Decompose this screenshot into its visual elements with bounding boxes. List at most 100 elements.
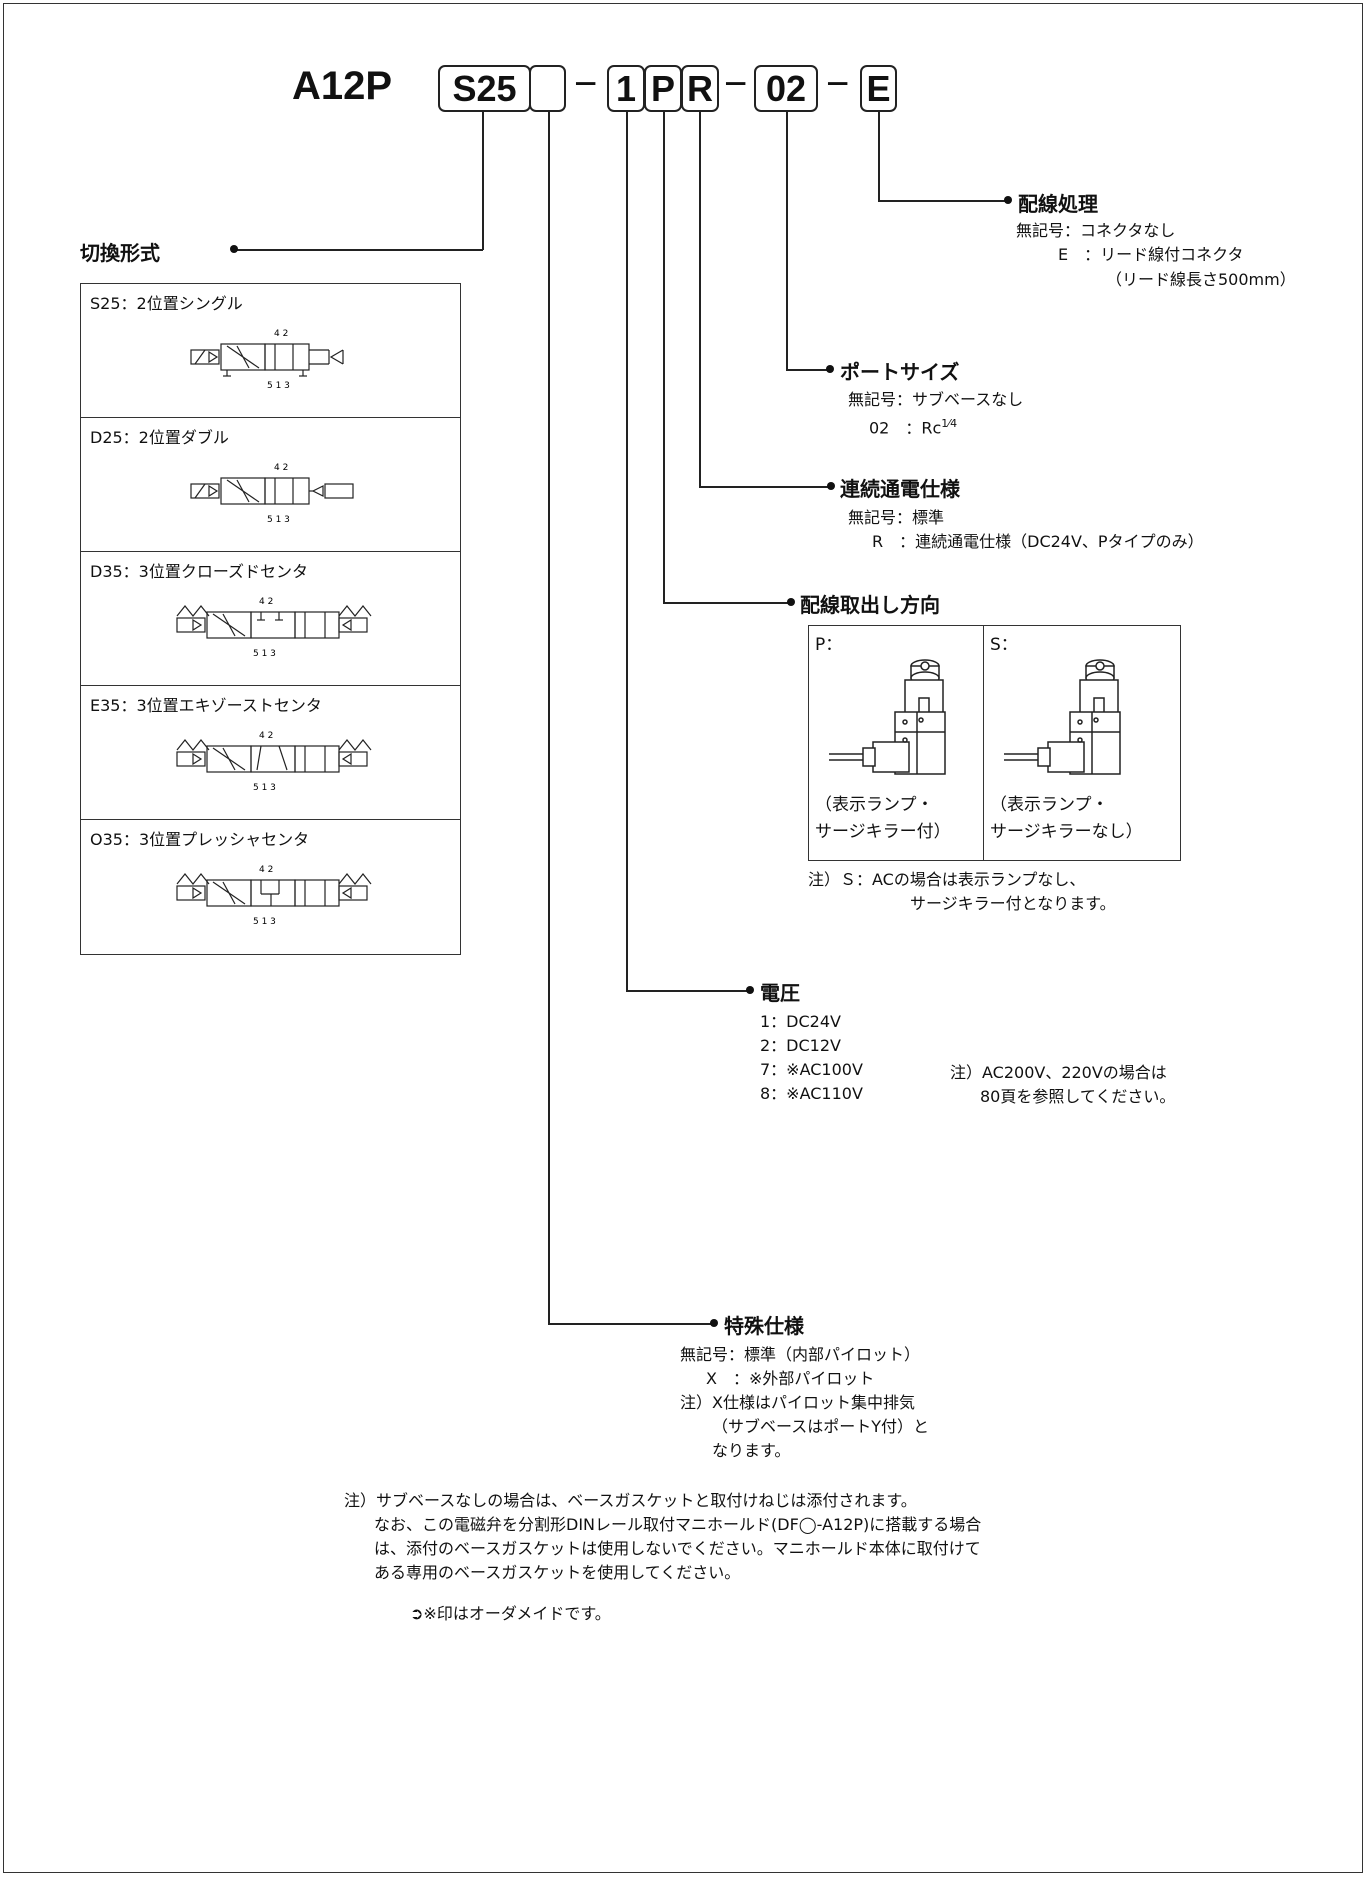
switching-row-label: D35：3位置クローズドセンタ	[90, 562, 309, 581]
svg-text:5 1 3: 5 1 3	[267, 515, 290, 525]
wiring-option: E ：リード線付コネクタ	[1058, 245, 1244, 264]
leader-dot	[787, 598, 795, 606]
leader-line	[786, 112, 788, 370]
switching-title: 切換形式	[80, 241, 160, 265]
footnote-line: なお、この電磁弁を分割形DINレール取付マニホールド(DF◯-A12P)に搭載す…	[374, 1515, 982, 1534]
svg-text:4 2: 4 2	[259, 865, 273, 875]
leader-line	[236, 249, 483, 251]
leader-line	[482, 112, 484, 250]
switching-row: E35：3位置エキゾーストセンタ 4 2 5 1 3	[81, 686, 460, 820]
code-segment-wiring: E	[860, 65, 897, 112]
footnote-line: 注）サブベースなしの場合は、ベースガスケットと取付けねじは添付されます。	[344, 1491, 917, 1510]
switching-row: D35：3位置クローズドセンタ 4 2 5 1 3	[81, 552, 460, 686]
code-separator: −	[826, 62, 850, 106]
wiring-note: （リード線長さ500mm）	[1106, 270, 1296, 289]
leader-line	[626, 112, 628, 991]
wiring-option: 無記号：コネクタなし	[1016, 221, 1176, 240]
special-note: （サブベースはポートY付）と	[712, 1417, 929, 1436]
voltage-option: 2：DC12V	[760, 1036, 841, 1055]
svg-text:4 2: 4 2	[274, 329, 288, 339]
footnote-line: ある専用のベースガスケットを使用してください。	[374, 1563, 741, 1582]
2pos-double-solenoid-symbol: 4 2 5 1 3	[190, 463, 354, 525]
leader-line	[699, 486, 831, 488]
svg-text:5 1 3: 5 1 3	[253, 917, 276, 927]
voltage-option: 7：※AC100V	[760, 1060, 863, 1079]
wiring-title: 配線処理	[1018, 192, 1098, 216]
leader-line	[786, 369, 830, 371]
switching-row-label: S25：2位置シングル	[90, 294, 243, 313]
lead-option-p: P： （表示ランプ・サージキラー付）	[809, 626, 984, 860]
leader-dot	[230, 245, 238, 253]
svg-text:5 1 3: 5 1 3	[253, 649, 276, 659]
leader-dot	[827, 482, 835, 490]
footnote-line: は、添付のベースガスケットは使用しないでください。マニホールド本体に取付けて	[374, 1539, 981, 1558]
port-size-fraction: 1⁄4	[941, 417, 958, 430]
svg-text:4 2: 4 2	[259, 597, 273, 607]
port-size-option: 02 ：Rc1⁄4	[869, 417, 958, 438]
leader-line	[878, 112, 880, 201]
made-to-order-note: ➲※印はオーダメイドです。	[410, 1604, 611, 1623]
leader-dot	[746, 986, 754, 994]
voltage-note: 注）AC200V、220Vの場合は	[950, 1063, 1167, 1082]
3pos-exhaust-center-symbol: 4 2 5 1 3	[176, 731, 372, 793]
code-segment-lead-direction: P	[644, 65, 682, 112]
lead-direction-table: P： （表示ランプ・サージキラー付） S：	[808, 625, 1181, 861]
leader-dot	[710, 1319, 718, 1327]
leader-line	[626, 990, 750, 992]
voltage-title: 電圧	[760, 981, 800, 1005]
switching-row-label: O35：3位置プレッシャセンタ	[90, 830, 310, 849]
code-segment-switching: S25	[438, 65, 531, 112]
leader-line	[878, 200, 1008, 202]
3pos-closed-center-symbol: 4 2 5 1 3	[176, 597, 372, 659]
lead-direction-note: サージキラー付となります。	[910, 894, 1116, 913]
continuous-title: 連続通電仕様	[840, 477, 960, 501]
special-title: 特殊仕様	[724, 1314, 804, 1338]
special-option: X ：※外部パイロット	[706, 1369, 875, 1388]
switching-row-label: E35：3位置エキゾーストセンタ	[90, 696, 322, 715]
leader-dot	[1004, 196, 1012, 204]
switching-row-label: D25：2位置ダブル	[90, 428, 229, 447]
lead-option-caption: （表示ランプ・サージキラー付）	[815, 795, 951, 842]
code-separator: −	[724, 62, 748, 106]
lead-option-label: P：	[815, 635, 843, 655]
switching-row: O35：3位置プレッシャセンタ 4 2 5 1 3	[81, 820, 460, 954]
svg-text:5 1 3: 5 1 3	[267, 381, 290, 391]
lead-option-label: S：	[990, 635, 1018, 655]
lead-direction-note: 注）Ｓ：ACの場合は表示ランプなし、	[808, 870, 1086, 889]
lead-option-s: S： （表示ランプ・サージキラーなし）	[984, 626, 1180, 860]
continuous-option: R ：連続通電仕様（DC24V、Pタイプのみ）	[872, 532, 1204, 551]
svg-text:4 2: 4 2	[274, 463, 288, 473]
2pos-single-solenoid-symbol: 4 2 5 1 3	[190, 329, 344, 391]
model-prefix: A12P	[292, 64, 393, 108]
leader-line	[663, 112, 665, 603]
code-separator: −	[574, 62, 598, 106]
leader-line	[548, 112, 550, 1324]
lead-direction-title: 配線取出し方向	[800, 593, 940, 617]
code-segment-special	[529, 65, 566, 112]
special-note: なります。	[712, 1441, 791, 1460]
svg-text:5 1 3: 5 1 3	[253, 783, 276, 793]
switching-table: S25：2位置シングル 4 2 5 1 3 D25：2位置ダブル	[80, 283, 461, 955]
special-note: 注）X仕様はパイロット集中排気	[680, 1393, 915, 1412]
voltage-note: 80頁を参照してください。	[980, 1087, 1176, 1106]
svg-text:4 2: 4 2	[259, 731, 273, 741]
leader-line	[699, 112, 701, 487]
port-size-title: ポートサイズ	[840, 360, 960, 384]
voltage-option: 1：DC24V	[760, 1012, 841, 1031]
3pos-pressure-center-symbol: 4 2 5 1 3	[176, 865, 372, 927]
code-segment-port-size: 02	[754, 65, 818, 112]
code-segment-continuous: R	[681, 65, 719, 112]
lead-option-caption: （表示ランプ・サージキラーなし）	[990, 795, 1143, 842]
valve-connector-p-image	[829, 659, 946, 775]
valve-connector-s-image	[1004, 659, 1121, 775]
code-segment-voltage: 1	[607, 65, 645, 112]
continuous-option: 無記号：標準	[848, 508, 945, 527]
switching-row: D25：2位置ダブル 4 2 5 1 3	[81, 418, 460, 552]
switching-row: S25：2位置シングル 4 2 5 1 3	[81, 284, 460, 418]
catalog-page	[3, 3, 1363, 1873]
leader-line	[548, 1323, 714, 1325]
voltage-option: 8：※AC110V	[760, 1084, 863, 1103]
port-size-option: 無記号：サブベースなし	[848, 390, 1024, 409]
leader-line	[663, 602, 791, 604]
special-option: 無記号：標準（内部パイロット）	[680, 1345, 921, 1364]
